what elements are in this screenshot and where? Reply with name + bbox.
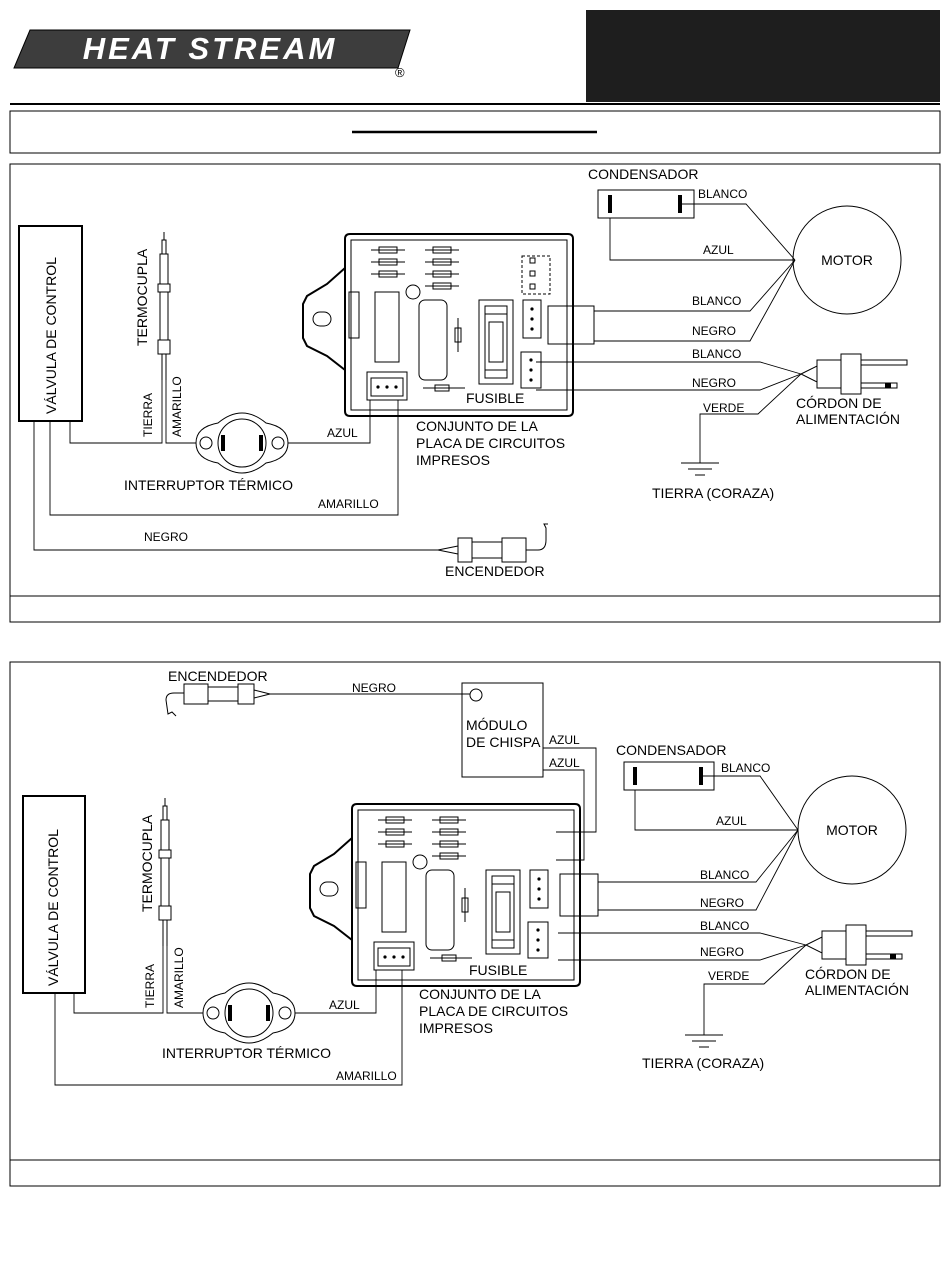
- wire-2-label-azul-motor: AZUL: [716, 814, 747, 828]
- condenser-terminal-right: [678, 195, 682, 213]
- wire-2-label-azul-module1: AZUL: [549, 733, 580, 747]
- motor-2-label: MOTOR: [826, 822, 878, 838]
- control-valve-box: [18, 225, 83, 422]
- igniter-label: ENCENDEDOR: [445, 563, 545, 579]
- wire-label-blanco-motor: BLANCO: [692, 294, 741, 308]
- diagram-1-frame: [9, 163, 941, 623]
- condenser-label: CONDENSADOR: [588, 166, 698, 182]
- wiring-diagram-1: VÁLVULA DE CONTROL TERMOCUPLA INTERRUPTO…: [9, 163, 941, 623]
- spark-module-terminal: [469, 688, 483, 702]
- pcb-2-assembly: [309, 803, 581, 987]
- wire-label-azul-motor: AZUL: [703, 243, 734, 257]
- thermocouple-label: TERMOCUPLA: [134, 248, 150, 346]
- thermocouple-2-probe: [158, 797, 172, 947]
- pcb-label-line1: CONJUNTO DE LA: [416, 418, 539, 434]
- thermal-switch-label: INTERRUPTOR TÉRMICO: [124, 477, 293, 493]
- control-valve-label: VÁLVULA DE CONTROL: [43, 257, 59, 414]
- condenser-2-terminal-left: [633, 767, 637, 785]
- wire-label-amarillo-bottom: AMARILLO: [318, 497, 379, 511]
- wire-2-label-azul-switch: AZUL: [329, 998, 360, 1012]
- power-plug: [800, 353, 908, 395]
- wire-label-negro-cord: NEGRO: [692, 376, 736, 390]
- condenser-2-terminal-right: [699, 767, 703, 785]
- wire-label-blanco-condenser: BLANCO: [698, 187, 747, 201]
- condenser-2-label: CONDENSADOR: [616, 742, 726, 758]
- header-black-box: [586, 10, 940, 102]
- power-cord-2-label-line2: ALIMENTACIÓN: [805, 982, 909, 998]
- ground-symbol: [681, 462, 719, 476]
- pcb-label-line3: IMPRESOS: [416, 452, 490, 468]
- wire-label-verde: VERDE: [703, 401, 744, 415]
- pcb-2-motor-connector-housing: [559, 873, 599, 917]
- power-plug-2: [805, 924, 913, 966]
- wire-2-label-azul-module2: AZUL: [549, 756, 580, 770]
- wire-2-label-negro-cord: NEGRO: [700, 945, 744, 959]
- diagram-2-frame: [9, 661, 941, 1187]
- registered-mark: ®: [395, 65, 405, 80]
- pcb-2-label-line3: IMPRESOS: [419, 1020, 493, 1036]
- thermocouple-2-label: TERMOCUPLA: [139, 814, 155, 912]
- igniter: [437, 523, 548, 563]
- wire-2-label-blanco-condenser: BLANCO: [721, 761, 770, 775]
- thermocouple-probe: [157, 231, 171, 381]
- wire-2-label-negro-motor: NEGRO: [700, 896, 744, 910]
- pcb-label-line2: PLACA DE CIRCUITOS: [416, 435, 565, 451]
- thermal-switch-2: [202, 982, 296, 1044]
- pcb-motor-connector-housing: [547, 305, 595, 345]
- power-cord-2-label-line1: CÓRDON DE: [805, 966, 891, 982]
- wire-label-azul-switch: AZUL: [327, 426, 358, 440]
- fuse-label: FUSIBLE: [466, 390, 524, 406]
- wires-1: [33, 203, 802, 551]
- control-valve-2-box: [22, 795, 86, 994]
- wires-2: [54, 693, 807, 1086]
- spark-module-label-line2: DE CHISPA: [466, 734, 541, 750]
- wire-label-negro-igniter: NEGRO: [144, 530, 188, 544]
- wiring-diagram-2: ENCENDEDOR MÓDULO DE CHISPA VÁLVULA DE C…: [9, 661, 941, 1187]
- wire-2-label-blanco-motor: BLANCO: [700, 868, 749, 882]
- power-cord-label-line1: CÓRDON DE: [796, 395, 882, 411]
- brand-logo: HEAT STREAM ®: [13, 29, 411, 80]
- wire-label-blanco-cord: BLANCO: [692, 347, 741, 361]
- spark-module-label-line1: MÓDULO: [466, 717, 528, 733]
- wire-2-label-amarillo-tc: AMARILLO: [172, 947, 186, 1008]
- title-bar: [9, 110, 941, 154]
- wire-2-label-verde: VERDE: [708, 969, 749, 983]
- motor-label: MOTOR: [821, 252, 873, 268]
- control-valve-2-label: VÁLVULA DE CONTROL: [45, 829, 61, 986]
- fuse-2-label: FUSIBLE: [469, 962, 527, 978]
- condenser-terminal-left: [608, 195, 612, 213]
- wire-2-label-amarillo-bottom: AMARILLO: [336, 1069, 397, 1083]
- pcb-spare-connector: [521, 255, 551, 295]
- spark-module: [461, 682, 544, 778]
- wire-2-label-negro-igniter: NEGRO: [352, 681, 396, 695]
- ground-label: TIERRA (CORAZA): [652, 485, 774, 501]
- power-cord-label-line2: ALIMENTACIÓN: [796, 411, 900, 427]
- wire-label-tierra: TIERRA: [141, 393, 155, 437]
- pcb-2-label-line2: PLACA DE CIRCUITOS: [419, 1003, 568, 1019]
- wire-2-label-blanco-cord: BLANCO: [700, 919, 749, 933]
- logo-text: HEAT STREAM: [83, 31, 338, 66]
- thermal-switch: [195, 412, 289, 474]
- ground-2-symbol: [685, 1034, 723, 1048]
- igniter-2-label: ENCENDEDOR: [168, 668, 268, 684]
- wire-label-amarillo-tc: AMARILLO: [170, 376, 184, 437]
- ground-2-label: TIERRA (CORAZA): [642, 1055, 764, 1071]
- wire-2-label-tierra: TIERRA: [143, 964, 157, 1008]
- wire-label-negro-motor: NEGRO: [692, 324, 736, 338]
- pcb-assembly: [302, 233, 574, 417]
- igniter-2: [165, 683, 271, 717]
- pcb-2-label-line1: CONJUNTO DE LA: [419, 986, 542, 1002]
- thermal-switch-2-label: INTERRUPTOR TÉRMICO: [162, 1045, 331, 1061]
